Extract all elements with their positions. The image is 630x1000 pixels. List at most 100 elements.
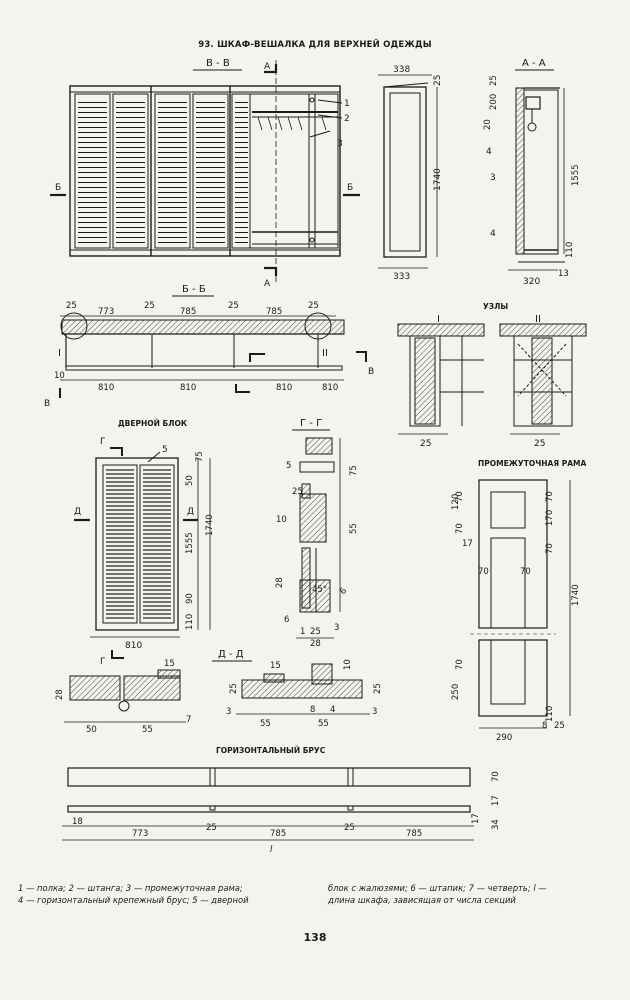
fr-dim-250: 250 <box>451 684 461 700</box>
dq-dim-28: 28 <box>55 689 65 700</box>
label-frame: ПРОМЕЖУТОЧНАЯ РАМА <box>478 459 586 468</box>
gg-dim-55: 55 <box>349 523 359 534</box>
fr-dim-170: 170 <box>545 510 555 526</box>
hb-dim-25-b: 25 <box>344 823 355 833</box>
label-vv: В - В <box>206 58 230 69</box>
node-ii-dim-25: 25 <box>534 439 545 449</box>
fr-dim-70-f: 70 <box>545 543 555 554</box>
bb-dim-785-b: 785 <box>266 307 282 317</box>
label-gg: Г - Г <box>300 418 322 429</box>
door-block: ДВЕРНОЙ БЛОК Г 5 Д Д 810 Г 75 50 1555 17… <box>74 419 215 667</box>
dd-dim-25: 25 <box>229 683 239 694</box>
label-bb: Б - Б <box>182 284 206 295</box>
section-aa: А - А 25 200 20 1555 110 320 13 4 3 4 <box>483 58 581 287</box>
fr-dim-25: 25 <box>554 721 565 731</box>
bb-dim-773: 773 <box>98 307 114 317</box>
door-dim-50: 50 <box>185 475 195 486</box>
label-nodes: УЗЛЫ <box>483 302 508 311</box>
door-dim-1555: 1555 <box>185 532 195 554</box>
fr-dim-1740: 1740 <box>571 584 581 606</box>
fr-dim-70-d: 70 <box>478 567 489 577</box>
hb-dim-17-a: 17 <box>491 795 501 806</box>
door-callout-5: 5 <box>162 445 168 455</box>
fr-dim-70-a: 70 <box>455 491 465 502</box>
intermediate-frame: ПРОМЕЖУТОЧНАЯ РАМА 70 120 70 170 70 17 7… <box>451 459 586 743</box>
mark-g-bottom: Г <box>100 657 106 667</box>
gg-dim-6: 6 <box>338 586 349 597</box>
callout-1: 1 <box>344 99 350 109</box>
fr-dim-17: 17 <box>462 539 473 549</box>
dim-338: 338 <box>393 65 410 75</box>
gg-dim-10: 10 <box>276 515 287 525</box>
fr-dim-70-g: 70 <box>455 659 465 670</box>
dq-callout-7: 7 <box>186 715 191 725</box>
dim-aa-1555: 1555 <box>571 164 581 186</box>
gg-dim-5: 5 <box>286 461 291 471</box>
hb-dim-70: 70 <box>491 771 501 782</box>
detail-quarter: 28 50 55 15 7 <box>55 659 191 735</box>
hb-dim-17-b: 17 <box>471 813 481 824</box>
node-ii-title: II <box>535 314 541 325</box>
label-door-block: ДВЕРНОЙ БЛОК <box>118 419 188 428</box>
dim-aa-110: 110 <box>565 242 575 258</box>
fr-dim-70-e: 70 <box>520 567 531 577</box>
bb-dim-10: 10 <box>54 371 65 381</box>
gg-dim-3: 3 <box>334 623 339 633</box>
bb-dim-810-d: 810 <box>322 383 338 393</box>
dq-dim-15: 15 <box>164 659 175 669</box>
mark-v-right: В <box>368 367 374 377</box>
bb-dim-810-b: 810 <box>180 383 196 393</box>
hb-dim-785-a: 785 <box>270 829 286 839</box>
node-mark-2: II <box>322 348 328 359</box>
bb-dim-810-c: 810 <box>276 383 292 393</box>
mark-d-right: Д <box>187 507 194 517</box>
gg-dim-28-b: 28 <box>310 639 321 649</box>
node-mark-1: I <box>58 348 61 359</box>
dd-dim-55-a: 55 <box>260 719 271 729</box>
dim-aa-13: 13 <box>558 269 569 279</box>
dq-dim-55: 55 <box>142 725 153 735</box>
dd-dim-25-b: 25 <box>373 683 383 694</box>
aa-callout-4b: 4 <box>490 229 496 239</box>
legend-line-1a: 1 — полка; 2 — штанга; 3 — промежуточная… <box>18 883 243 893</box>
bb-dim-785-a: 785 <box>180 307 196 317</box>
hb-dim-773: 773 <box>132 829 148 839</box>
dd-dim-4: 4 <box>330 705 335 715</box>
callout-3: 3 <box>337 139 343 149</box>
label-dd: Д - Д <box>218 649 244 660</box>
dim-25-top: 25 <box>433 75 443 86</box>
mark-a-top: А <box>264 62 271 72</box>
dim-333: 333 <box>393 272 410 282</box>
aa-callout-4a: 4 <box>486 147 492 157</box>
gg-dim-25: 25 <box>292 487 303 497</box>
section-dd: Д - Д 25 15 10 25 3 55 8 4 55 3 <box>212 649 383 729</box>
dim-aa-20: 20 <box>483 119 493 130</box>
hb-dim-l: l <box>270 845 273 855</box>
dd-dim-8: 8 <box>310 705 315 715</box>
hb-dim-18: 18 <box>72 817 83 827</box>
callout-2: 2 <box>344 114 350 124</box>
door-dim-1740: 1740 <box>205 514 215 536</box>
mark-d-left: Д <box>74 507 81 517</box>
bb-dim-25-c: 25 <box>228 301 239 311</box>
fr-dim-8: 8 <box>542 721 547 731</box>
hb-dim-25-a: 25 <box>206 823 217 833</box>
fr-dim-70-b: 70 <box>545 491 555 502</box>
hb-dim-34: 34 <box>491 819 501 830</box>
gg-dim-75: 75 <box>349 465 359 476</box>
dd-dim-55-b: 55 <box>318 719 329 729</box>
section-gg: Г - Г 5 25 10 75 55 28 45° 6 6 1 25 3 28 <box>275 418 359 649</box>
dim-1740-side: 1740 <box>433 168 443 191</box>
aa-callout-3: 3 <box>490 173 496 183</box>
mark-b-right: Б <box>347 183 353 193</box>
bb-dim-25-a: 25 <box>66 301 77 311</box>
mark-a-bottom: А <box>264 279 271 289</box>
gg-dim-28: 28 <box>275 577 285 588</box>
plan-bb: Б - Б 25 773 25 785 25 785 25 I II В В 1… <box>44 284 374 409</box>
dim-aa-320: 320 <box>523 277 540 287</box>
page-number: 138 <box>303 931 327 944</box>
page-title: 93. ШКАФ-ВЕШАЛКА ДЛЯ ВЕРХНЕЙ ОДЕЖДЫ <box>198 40 432 50</box>
dd-dim-15: 15 <box>270 661 281 671</box>
node-i-dim-25: 25 <box>420 439 431 449</box>
